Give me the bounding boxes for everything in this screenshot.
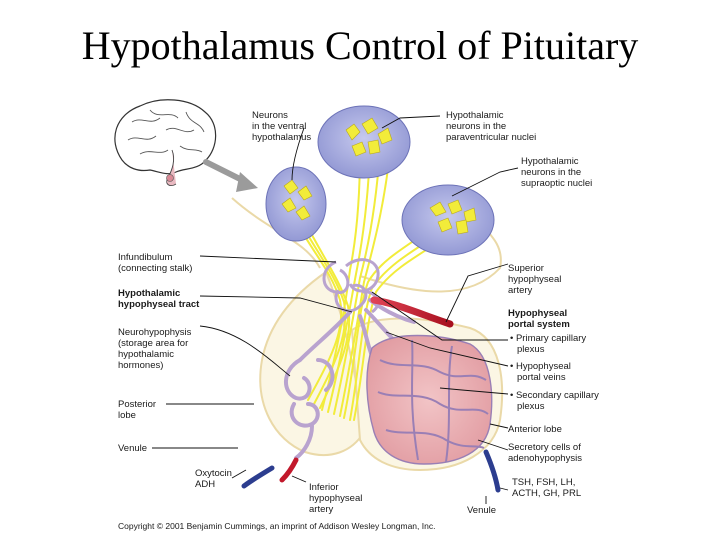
- primary-capillary-plexus: [322, 258, 380, 314]
- label-venule-bottom: Venule: [467, 505, 496, 516]
- copyright-notice: Copyright © 2001 Benjamin Cummings, an i…: [118, 521, 435, 531]
- left-venule: [241, 465, 275, 489]
- label-hormones: TSH, FSH, LH, ACTH, GH, PRL: [512, 477, 581, 499]
- label-anterior-lobe: Anterior lobe: [508, 424, 562, 435]
- label-infundibulum: Infundibulum (connecting stalk): [118, 252, 192, 274]
- label-hypophyseal-tract: Hypothalamic hypophyseal tract: [118, 288, 200, 310]
- slide-title: Hypothalamus Control of Pituitary: [81, 23, 639, 68]
- bottom-venule: [483, 449, 501, 493]
- label-neurons-ventral: Neurons in the ventral hypothalamus: [252, 110, 311, 143]
- label-neurohypophysis: Neurohypophysis (storage area for hypoth…: [118, 327, 194, 371]
- brain-thumbnail: [114, 99, 217, 187]
- label-portal-system: Hypophyseal portal system: [508, 308, 570, 330]
- posterior-lobe-vessels: [284, 310, 352, 460]
- label-oxytocin-adh: Oxytocin ADH: [195, 468, 235, 490]
- ventral-nucleus: [265, 166, 327, 242]
- label-posterior-lobe: Posterior lobe: [118, 399, 159, 421]
- label-superior-artery: Superior hypophyseal artery: [508, 263, 564, 296]
- axon-bundle: [289, 149, 443, 421]
- label-supraoptic: Hypothalamic neurons in the supraoptic n…: [521, 156, 592, 189]
- inferior-hypophyseal-artery: [279, 457, 299, 483]
- label-secretory-cells: Secretory cells of adenohypophysis: [508, 442, 584, 464]
- leader-lines: [152, 115, 519, 504]
- label-venule-left: Venule: [118, 443, 147, 454]
- anterior-lobe: [366, 334, 493, 465]
- label-portal-veins: • Hypophyseal portal veins: [510, 361, 574, 383]
- label-primary-plexus: • Primary capillary plexus: [510, 333, 589, 355]
- paraventricular-nucleus: [317, 105, 411, 179]
- label-inferior-artery: Inferior hypophyseal artery: [309, 482, 365, 515]
- label-paraventricular: Hypothalamic neurons in the paraventricu…: [446, 110, 536, 143]
- pointer-arrowhead: [236, 172, 258, 192]
- supraoptic-nucleus: [401, 184, 495, 256]
- label-secondary-plexus: • Secondary capillary plexus: [510, 390, 602, 412]
- superior-hypophyseal-artery: [370, 296, 454, 328]
